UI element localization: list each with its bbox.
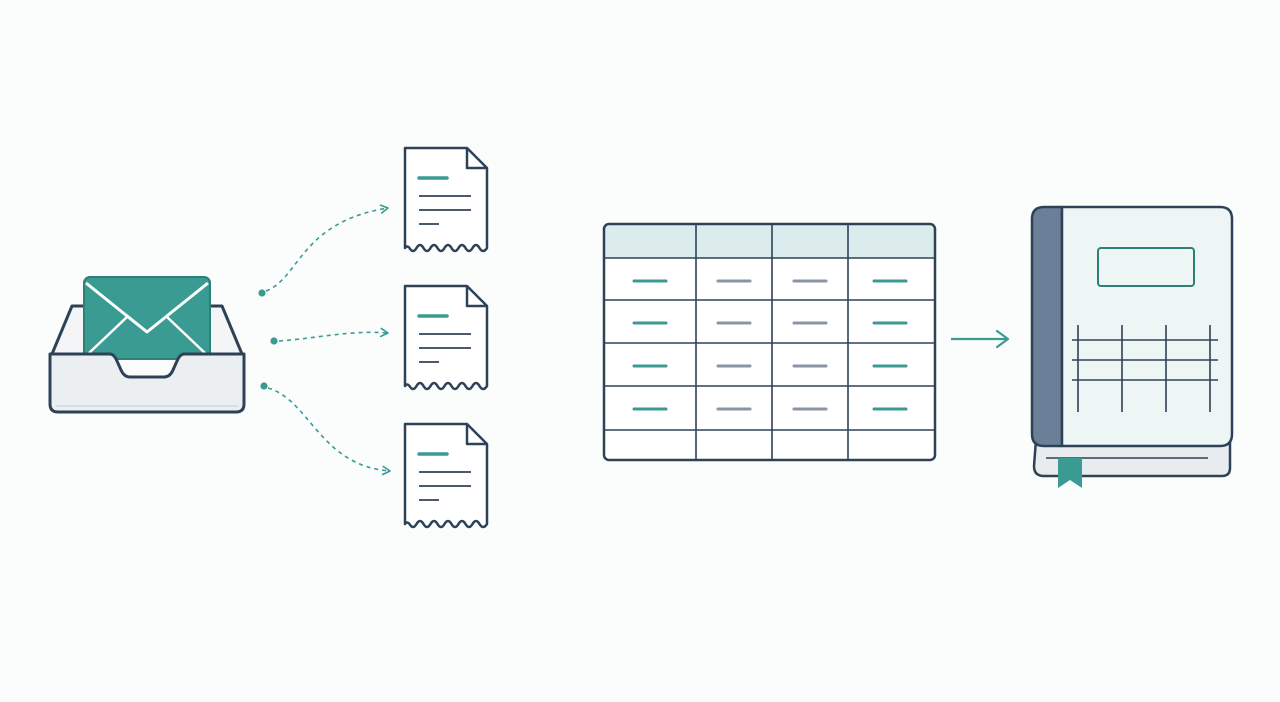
- connector-bottom: [260, 382, 391, 476]
- spreadsheet-cells: [632, 279, 908, 411]
- ledger-grid: [1072, 325, 1218, 412]
- receipt-icon: [403, 146, 489, 253]
- connector-top: [258, 204, 389, 297]
- ledger-book-icon: [1030, 205, 1234, 488]
- arrow-to-ledger: [951, 329, 1010, 349]
- spreadsheet-icon: [602, 222, 937, 462]
- inbox-tray-icon: [48, 276, 246, 414]
- connectors: [258, 204, 391, 476]
- spreadsheet-grid: [604, 224, 935, 460]
- bookmark-icon: [1058, 458, 1082, 488]
- connector-middle: [270, 327, 389, 345]
- receipt-icon: [403, 422, 489, 529]
- receipt-icon: [403, 284, 489, 391]
- envelope-icon: [83, 276, 211, 360]
- receipts: [403, 146, 489, 529]
